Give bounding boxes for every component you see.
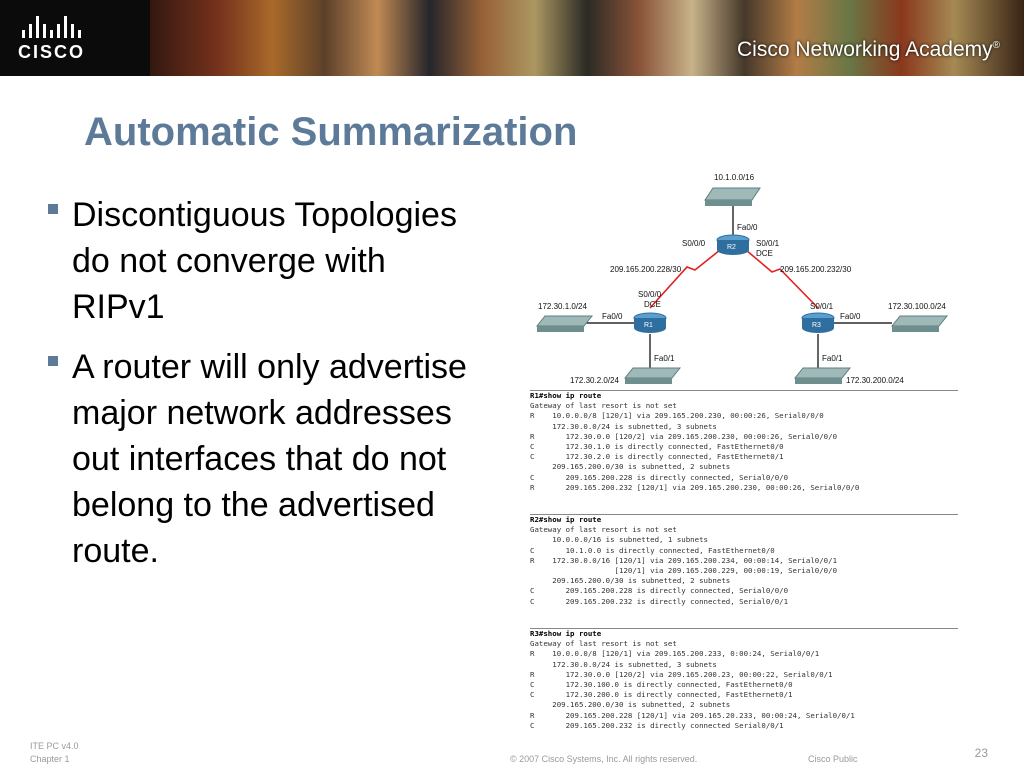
cli-line: 10.0.0.0/16 is subnetted, 1 subnets: [530, 535, 708, 545]
dce-label: DCE: [756, 249, 773, 258]
switch-icon: [535, 315, 594, 332]
network-topology-diagram: R2 R1 R3 10.1.0.0/16 Fa0/0 S0/0/0 S0/0/1…: [530, 168, 958, 390]
footer-chapter: Chapter 1: [30, 754, 70, 764]
bullet-text: A router will only advertise major netwo…: [72, 348, 467, 570]
registered-mark: ®: [992, 40, 1000, 51]
interface-label: Fa0/0: [840, 312, 861, 321]
cli-line: [120/1] via 209.165.200.229, 00:00:19, S…: [530, 566, 838, 576]
interface-label: S0/0/1: [756, 239, 780, 248]
cli-line: Gateway of last resort is not set: [530, 639, 677, 649]
interface-label: S0/0/0: [638, 290, 662, 299]
network-label-r1-bottom: 172.30.2.0/24: [570, 376, 619, 385]
network-label-link-left: 209.165.200.228/30: [610, 265, 682, 274]
interface-label: Fa0/1: [654, 354, 675, 363]
academy-label-text: Cisco Networking Academy: [737, 38, 993, 61]
cli-command: R1#show ip route: [530, 391, 602, 400]
cisco-logo-bars: [22, 14, 98, 38]
bullet-list: Discontiguous Topologies do not converge…: [48, 192, 468, 588]
footer-classification: Cisco Public: [808, 754, 858, 764]
cli-line: R 10.0.0.0/8 [120/1] via 209.165.200.233…: [530, 649, 820, 659]
switch-icon: [890, 315, 949, 332]
topology-figure: R2 R1 R3 10.1.0.0/16 Fa0/0 S0/0/0 S0/0/1…: [530, 168, 958, 750]
serial-link-left: [649, 249, 721, 309]
banner-photo-strip: [150, 0, 1024, 76]
serial-link-right: [745, 249, 819, 309]
bullet-marker-icon: [48, 356, 58, 366]
bullet-item: Discontiguous Topologies do not converge…: [48, 192, 468, 330]
cli-line: C 209.165.200.232 is directly connected,…: [530, 596, 789, 606]
cli-line: R 172.30.0.0 [120/2] via 209.165.200.23,…: [530, 669, 833, 679]
cli-line: R 209.165.200.232 [120/1] via 209.165.20…: [530, 482, 860, 492]
slide-title: Automatic Summarization: [84, 110, 578, 154]
router-icon: [716, 234, 750, 255]
router-label-r3: R3: [812, 322, 821, 329]
bullet-item: A router will only advertise major netwo…: [48, 344, 468, 574]
interface-label: S0/0/1: [810, 302, 834, 311]
cli-line: 209.165.200.0/30 is subnetted, 2 subnets: [530, 576, 731, 586]
header-banner: CISCO Cisco Networking Academy®: [0, 0, 1024, 76]
interface-label: Fa0/0: [602, 312, 623, 321]
cli-line: C 10.1.0.0 is directly connected, FastEt…: [530, 545, 775, 555]
cli-line: 172.30.0.0/24 is subnetted, 3 subnets: [530, 659, 717, 669]
router-label-r2: R2: [727, 244, 736, 251]
cisco-logo-text: CISCO: [18, 42, 86, 62]
cli-command: R3#show ip route: [530, 629, 602, 638]
router-label-r1: R1: [644, 322, 653, 329]
cli-line: C 172.30.200.0 is directly connected, Fa…: [530, 690, 793, 700]
cli-line: R 172.30.0.0 [120/2] via 209.165.200.230…: [530, 431, 838, 441]
cli-line: 172.30.0.0/24 is subnetted, 3 subnets: [530, 421, 717, 431]
cli-line: 209.165.200.0/30 is subnetted, 2 subnets: [530, 700, 731, 710]
cli-command: R2#show ip route: [530, 515, 602, 524]
router-icon: [633, 312, 667, 333]
cli-line: C 172.30.100.0 is directly connected, Fa…: [530, 680, 793, 690]
cli-line: C 172.30.1.0 is directly connected, Fast…: [530, 442, 784, 452]
footer-course: ITE PC v4.0: [30, 741, 79, 751]
network-label-r3-bottom: 172.30.200.0/24: [846, 376, 904, 385]
router-icon: [801, 312, 835, 333]
footer-copyright: © 2007 Cisco Systems, Inc. All rights re…: [510, 754, 698, 764]
cli-line: Gateway of last resort is not set: [530, 401, 677, 411]
switch-icon: [623, 367, 682, 384]
dce-label: DCE: [644, 300, 661, 309]
interface-label: Fa0/0: [737, 223, 758, 232]
bullet-marker-icon: [48, 204, 58, 214]
academy-label: Cisco Networking Academy®: [737, 38, 1000, 62]
bullet-text: Discontiguous Topologies do not converge…: [72, 196, 457, 326]
cli-line: C 209.165.200.232 is directly connected …: [530, 720, 784, 730]
cli-line: Gateway of last resort is not set: [530, 525, 677, 535]
network-label-top: 10.1.0.0/16: [714, 173, 755, 182]
cli-line: R 10.0.0.0/8 [120/1] via 209.165.200.230…: [530, 411, 824, 421]
network-label-r1-lan: 172.30.1.0/24: [538, 302, 587, 311]
cli-line: C 209.165.200.228 is directly connected,…: [530, 586, 789, 596]
network-label-r3-lan: 172.30.100.0/24: [888, 302, 946, 311]
interface-label: Fa0/1: [822, 354, 843, 363]
cli-line: R 172.30.0.0/16 [120/1] via 209.165.200.…: [530, 555, 838, 565]
cisco-logo: CISCO: [18, 14, 98, 62]
cli-line: 209.165.200.0/30 is subnetted, 2 subnets: [530, 462, 731, 472]
network-label-link-right: 209.165.200.232/30: [780, 265, 852, 274]
switch-icon: [793, 367, 852, 384]
switch-icon: [704, 187, 761, 206]
interface-label: S0/0/0: [682, 239, 706, 248]
cli-line: C 209.165.200.228 is directly connected,…: [530, 472, 789, 482]
cli-line: C 172.30.2.0 is directly connected, Fast…: [530, 452, 784, 462]
cli-line: R 209.165.200.228 [120/1] via 209.165.20…: [530, 710, 855, 720]
page-number: 23: [974, 746, 988, 760]
